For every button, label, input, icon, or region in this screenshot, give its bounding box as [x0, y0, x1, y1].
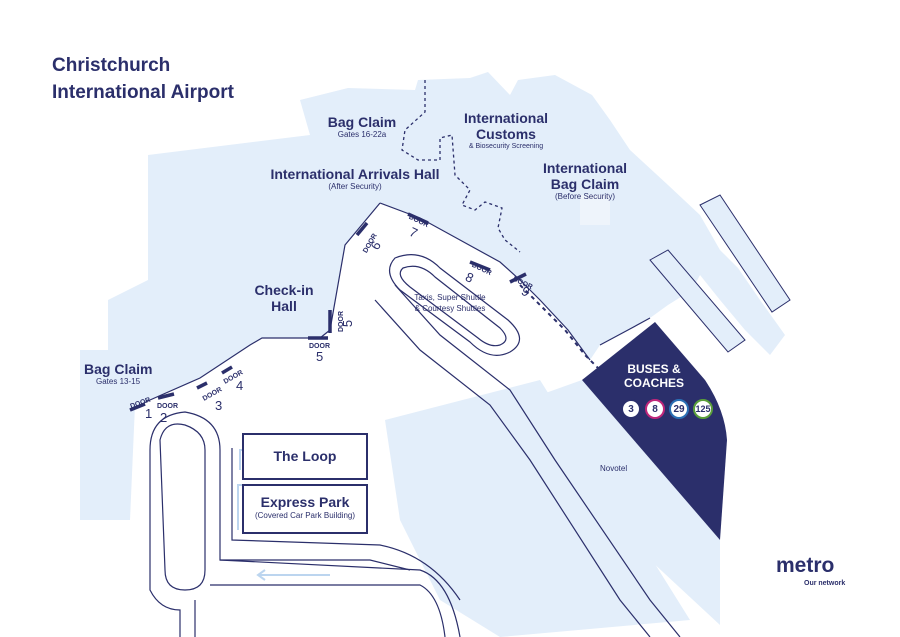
check-in-line2: Hall: [271, 298, 297, 314]
security-boundary: [401, 80, 521, 253]
bag-claim-16-sub: Gates 16-22a: [337, 130, 387, 139]
shuttles-line1: Taxis, Super Shuttle: [414, 293, 486, 302]
roads: [149, 254, 681, 637]
novotel-building: [540, 380, 720, 625]
buses-coaches-label: BUSES & COACHES: [612, 362, 696, 390]
door-5b-number: 5: [340, 319, 356, 328]
metro-logo: metro: [776, 554, 835, 577]
intl-customs-line2: Customs: [476, 126, 536, 142]
check-in-light-area: [80, 350, 135, 520]
metro-tagline: Our network: [804, 580, 846, 587]
door-markers: [129, 212, 527, 412]
door-2-marker: [157, 392, 175, 400]
forecourt-road-2: [210, 584, 446, 637]
bag-claim-13-sub: Gates 13-15: [96, 377, 141, 386]
shuttle-loop-inner: [399, 265, 507, 347]
buses-line1: BUSES &: [627, 362, 681, 376]
intl-arrivals-sub: (After Security): [328, 182, 382, 191]
forecourt-outer: [149, 411, 461, 637]
intl-customs-line1: International: [463, 110, 548, 126]
door-7-marker: [407, 212, 429, 225]
bus-route-8-badge: 8: [645, 399, 665, 419]
door-4-number: 4: [236, 378, 244, 393]
title-line-1: Christchurch: [52, 55, 171, 76]
bus-route-3-badge: 3: [621, 399, 641, 419]
shuttle-loop-road: [389, 254, 521, 356]
door-5a-number: 5: [316, 349, 324, 364]
bus-route-125-number: 125: [695, 404, 711, 414]
exit-arrow-head: [256, 569, 266, 581]
buses-coaches-zone: [582, 322, 727, 540]
intl-hall-inner: [580, 195, 610, 225]
check-in-label: Check-in Hall: [248, 282, 320, 314]
bus-route-8-number: 8: [652, 403, 658, 415]
forecourt-outer-left: [149, 450, 181, 637]
intl-bag-claim-line2: Bag Claim: [550, 176, 620, 192]
apron-lower: [385, 380, 690, 637]
intl-arrivals-label: International Arrivals Hall (After Secur…: [255, 166, 455, 192]
door-2-label: DOOR: [157, 403, 178, 410]
door-1-marker: [129, 402, 146, 412]
intl-bag-claim-sub: (Before Security): [554, 192, 616, 201]
door-5a-label: DOOR: [309, 343, 330, 350]
buses-line2: COACHES: [623, 376, 684, 390]
check-in-line1: Check-in: [254, 282, 314, 298]
express-park-box: Express Park (Covered Car Park Building): [242, 484, 368, 534]
title-line-2: International Airport: [52, 82, 234, 103]
terminal-main-building: [80, 72, 785, 520]
the-loop-box: The Loop: [242, 433, 368, 480]
intl-bag-claim-label: International Bag Claim (Before Security…: [530, 160, 640, 202]
express-park-name: Express Park: [260, 494, 350, 510]
intl-customs-sub: & Biosecurity Screening: [468, 143, 544, 150]
door-4-marker: [221, 365, 233, 375]
door-9-marker: [509, 272, 527, 284]
shuttles-line2: & Courtesy Shuttles: [414, 304, 486, 313]
bag-claim-13-label: Bag Claim Gates 13-15: [84, 361, 156, 387]
door-1-number: 1: [145, 406, 153, 421]
bus-route-3-number: 3: [628, 403, 634, 415]
express-park-sub: (Covered Car Park Building): [254, 511, 356, 520]
east-wing-1: [649, 249, 746, 353]
main-road-upper: [374, 299, 651, 637]
forecourt-loop: [159, 423, 206, 591]
map-title: Christchurch International Airport: [52, 52, 234, 106]
door-3-number: 3: [215, 398, 223, 413]
intl-bag-claim-line1: International: [542, 160, 627, 176]
shuttles-label: Taxis, Super Shuttle & Courtesy Shuttles: [402, 292, 498, 314]
intl-arrivals-name: International Arrivals Hall: [270, 166, 440, 182]
bus-route-125-badge: 125: [693, 399, 713, 419]
bag-claim-16-name: Bag Claim: [327, 114, 397, 130]
intl-customs-label: International Customs & Biosecurity Scre…: [450, 110, 562, 152]
bus-route-29-number: 29: [673, 403, 685, 415]
main-road-lower: [394, 284, 681, 637]
door-3-marker: [196, 381, 208, 390]
door-2-number: 2: [160, 410, 168, 425]
east-wing-2: [699, 194, 791, 313]
novotel-label: Novotel: [600, 464, 628, 473]
bag-claim-13-name: Bag Claim: [84, 361, 153, 377]
the-loop-name: The Loop: [273, 448, 337, 464]
door-8-marker: [469, 260, 491, 272]
carpark-access-2: [220, 559, 411, 571]
door-6-marker: [355, 221, 369, 237]
bus-route-29-badge: 29: [669, 399, 689, 419]
carpark-access: [231, 448, 461, 601]
bag-claim-16-label: Bag Claim Gates 16-22a: [322, 114, 402, 140]
